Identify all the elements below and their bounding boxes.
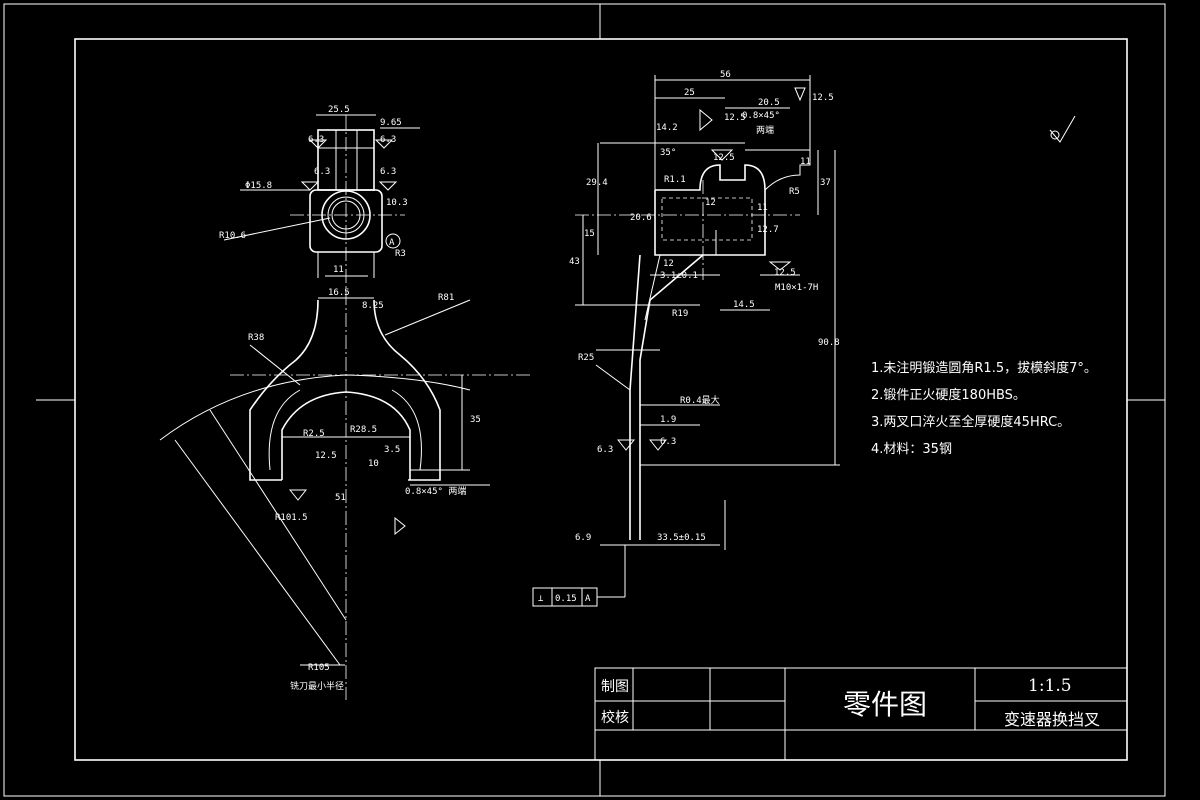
- dim-r105: R105: [308, 663, 330, 673]
- dim-w20-5: 20.5: [758, 98, 780, 108]
- dim-h90-8: 90.8: [818, 338, 840, 348]
- dim-h11b: 11: [757, 203, 768, 213]
- fcf-symbol: ⊥: [538, 594, 544, 604]
- title-block-row1-label: 制图: [601, 679, 629, 695]
- dim-w12: 12: [705, 198, 716, 208]
- dim-r101-5: R101.5: [275, 513, 308, 523]
- dim-h37: 37: [820, 178, 831, 188]
- dim-angle35: 35°: [660, 148, 676, 158]
- dim-top-width: 25.5: [328, 105, 350, 115]
- dim-w51: 51: [335, 493, 346, 503]
- dim-ra-a-side: 12.5: [724, 113, 746, 123]
- side-view: [532, 75, 840, 607]
- dim-t6-9: 6.9: [575, 533, 591, 543]
- dim-w8-25: 8.25: [362, 301, 384, 311]
- dim-r28-5: R28.5: [350, 425, 377, 435]
- dim-r3: R3: [395, 249, 406, 259]
- dim-r2-5: R2.5: [303, 429, 325, 439]
- dim-ra-a: 6.3: [314, 167, 330, 177]
- dim-h35: 35: [470, 415, 481, 425]
- dim-r25: R25: [578, 353, 594, 363]
- front-dims: 25.5 9.65 Φ15.8 6.3 6.3 6.3 6.3 10.3 R10…: [219, 105, 481, 692]
- dim-ra-e: 6.3: [597, 445, 613, 455]
- dim-w14-5: 14.5: [733, 300, 755, 310]
- dim-w33-5: 33.5±0.15: [657, 533, 706, 543]
- part-name-label: 变速器换挡叉: [1004, 710, 1101, 729]
- dim-hole-depth: 10.3: [386, 198, 408, 208]
- dim-chamfer: 0.8×45° 两端: [405, 485, 466, 497]
- dim-ra-top: 12.5: [812, 93, 834, 103]
- dim-w56: 56: [720, 70, 731, 80]
- dim-h29-4: 29.4: [586, 178, 608, 188]
- dim-r38: R38: [248, 333, 264, 343]
- fcf-value: 0.15: [555, 594, 577, 604]
- note-3: 3.两叉口淬火至全厚硬度45HRC。: [871, 415, 1071, 430]
- dim-side-width: 9.65: [380, 118, 402, 128]
- dim-ra-b-side: 12.5: [713, 153, 735, 163]
- roughness-symbol-general: [1049, 115, 1076, 143]
- dim-h12-7: 12.7: [757, 225, 779, 235]
- dim-r0-4: R0.4最大: [680, 394, 720, 406]
- feature-control-frame: ⊥ 0.15 A: [538, 594, 591, 604]
- dim-w25: 25: [684, 88, 695, 98]
- dim-ra-f: 6.3: [660, 437, 676, 447]
- note-1: 1.未注明锻造圆角R1.5，拔模斜度7°。: [871, 361, 1097, 376]
- dim-h3-5: 3.5: [384, 445, 400, 455]
- datum-a-letter: A: [389, 238, 395, 248]
- dim-r81: R81: [438, 293, 454, 303]
- scale-label: 1:1.5: [1028, 676, 1072, 696]
- note-2: 2.锻件正火硬度180HBS。: [871, 388, 1026, 403]
- side-dims: 56 25 20.5 12.5 14.2 12.5 12.5 0.8×45° 两…: [569, 70, 840, 543]
- dim-r19: R19: [672, 309, 688, 319]
- dim-d3-1: 3.1±0.1: [660, 271, 698, 281]
- dim-h12-5: 12.5: [315, 451, 337, 461]
- dim-h10: 10: [368, 459, 379, 469]
- dim-h20-6: 20.6: [630, 213, 652, 223]
- dim-ra-c-side: 12.5: [774, 268, 796, 278]
- dim-h43: 43: [569, 257, 580, 267]
- dim-w11: 11: [333, 265, 344, 275]
- dim-ra-d: 6.3: [380, 135, 396, 145]
- note-4: 4.材料：35钢: [871, 442, 952, 457]
- dim-h1-9: 1.9: [660, 415, 676, 425]
- title-block-row2-label: 校核: [601, 710, 629, 726]
- dim-ra-c: 6.3: [308, 135, 324, 145]
- title-block-grid: [594, 667, 1128, 761]
- fcf-datum: A: [585, 594, 591, 604]
- dim-r5: R5: [789, 187, 800, 197]
- dim-both-ends: 两端: [756, 124, 774, 136]
- dim-h15: 15: [584, 229, 595, 239]
- dim-thread: M10×1-7H: [775, 283, 818, 293]
- dim-radius-small: R10.6: [219, 231, 246, 241]
- dim-w16-5: 16.5: [328, 288, 350, 298]
- dim-ra-b: 6.3: [380, 167, 396, 177]
- dim-h11: 11: [800, 157, 811, 167]
- dim-bore: Φ15.8: [245, 181, 272, 191]
- drawing-type-title: 零件图: [843, 688, 928, 721]
- dim-r1-1: R1.1: [664, 175, 686, 185]
- dim-w14-2: 14.2: [656, 123, 678, 133]
- cutter-note: 铣刀最小半径: [290, 680, 344, 692]
- dim-chamfer-top: 0.8×45°: [742, 111, 780, 121]
- dim-h12: 12: [663, 259, 674, 269]
- front-view: [159, 114, 530, 700]
